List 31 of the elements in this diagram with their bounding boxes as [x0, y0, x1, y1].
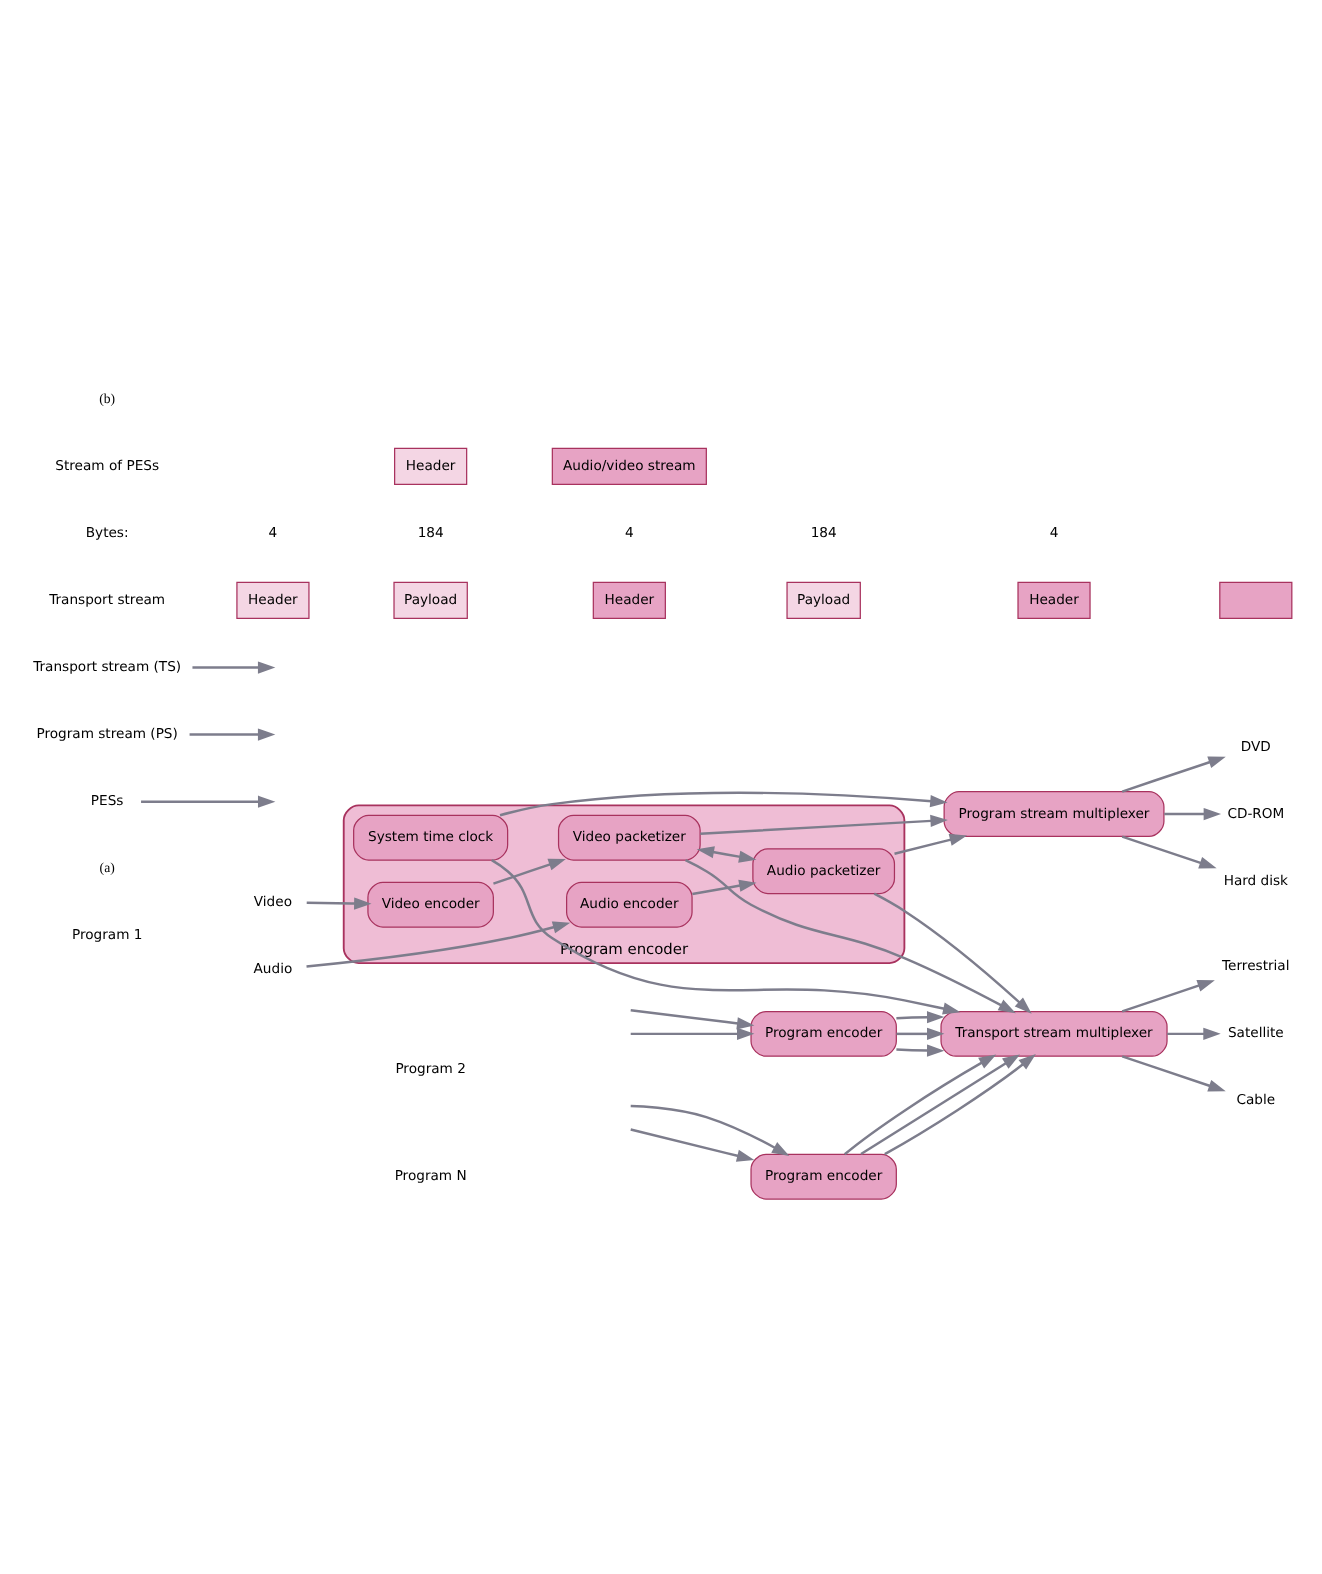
arrow: [630, 1008, 755, 1039]
arrow: [491, 858, 961, 1014]
arrow: [1121, 1054, 1226, 1091]
arrow: [141, 794, 276, 807]
arrow: [1167, 1026, 1221, 1039]
arrow: [685, 858, 1016, 1013]
arrow: [189, 727, 276, 740]
arrow: [894, 832, 968, 854]
arrow: [692, 878, 757, 895]
arrow: [884, 1052, 1036, 1155]
arrow: [700, 813, 948, 834]
arrow: [192, 660, 276, 673]
arrow: [860, 1053, 1021, 1155]
arrow: [1121, 978, 1215, 1012]
arrow: [306, 896, 372, 909]
arrow: [843, 1053, 997, 1155]
node-box: [1219, 580, 1293, 619]
arrow: [896, 1026, 945, 1039]
arrow: [630, 1016, 755, 1039]
arrow: [630, 1103, 790, 1155]
arrow: [493, 857, 566, 884]
arrow: [1121, 755, 1226, 792]
arrow: [873, 891, 1032, 1013]
arrow: [896, 1043, 945, 1056]
arrow: [630, 1127, 755, 1161]
arrow: [896, 1010, 945, 1023]
arrow: [1121, 834, 1217, 868]
arrow: [1164, 807, 1222, 820]
arrow: [306, 920, 571, 967]
arrow: [499, 790, 948, 816]
arrow: [696, 845, 757, 862]
